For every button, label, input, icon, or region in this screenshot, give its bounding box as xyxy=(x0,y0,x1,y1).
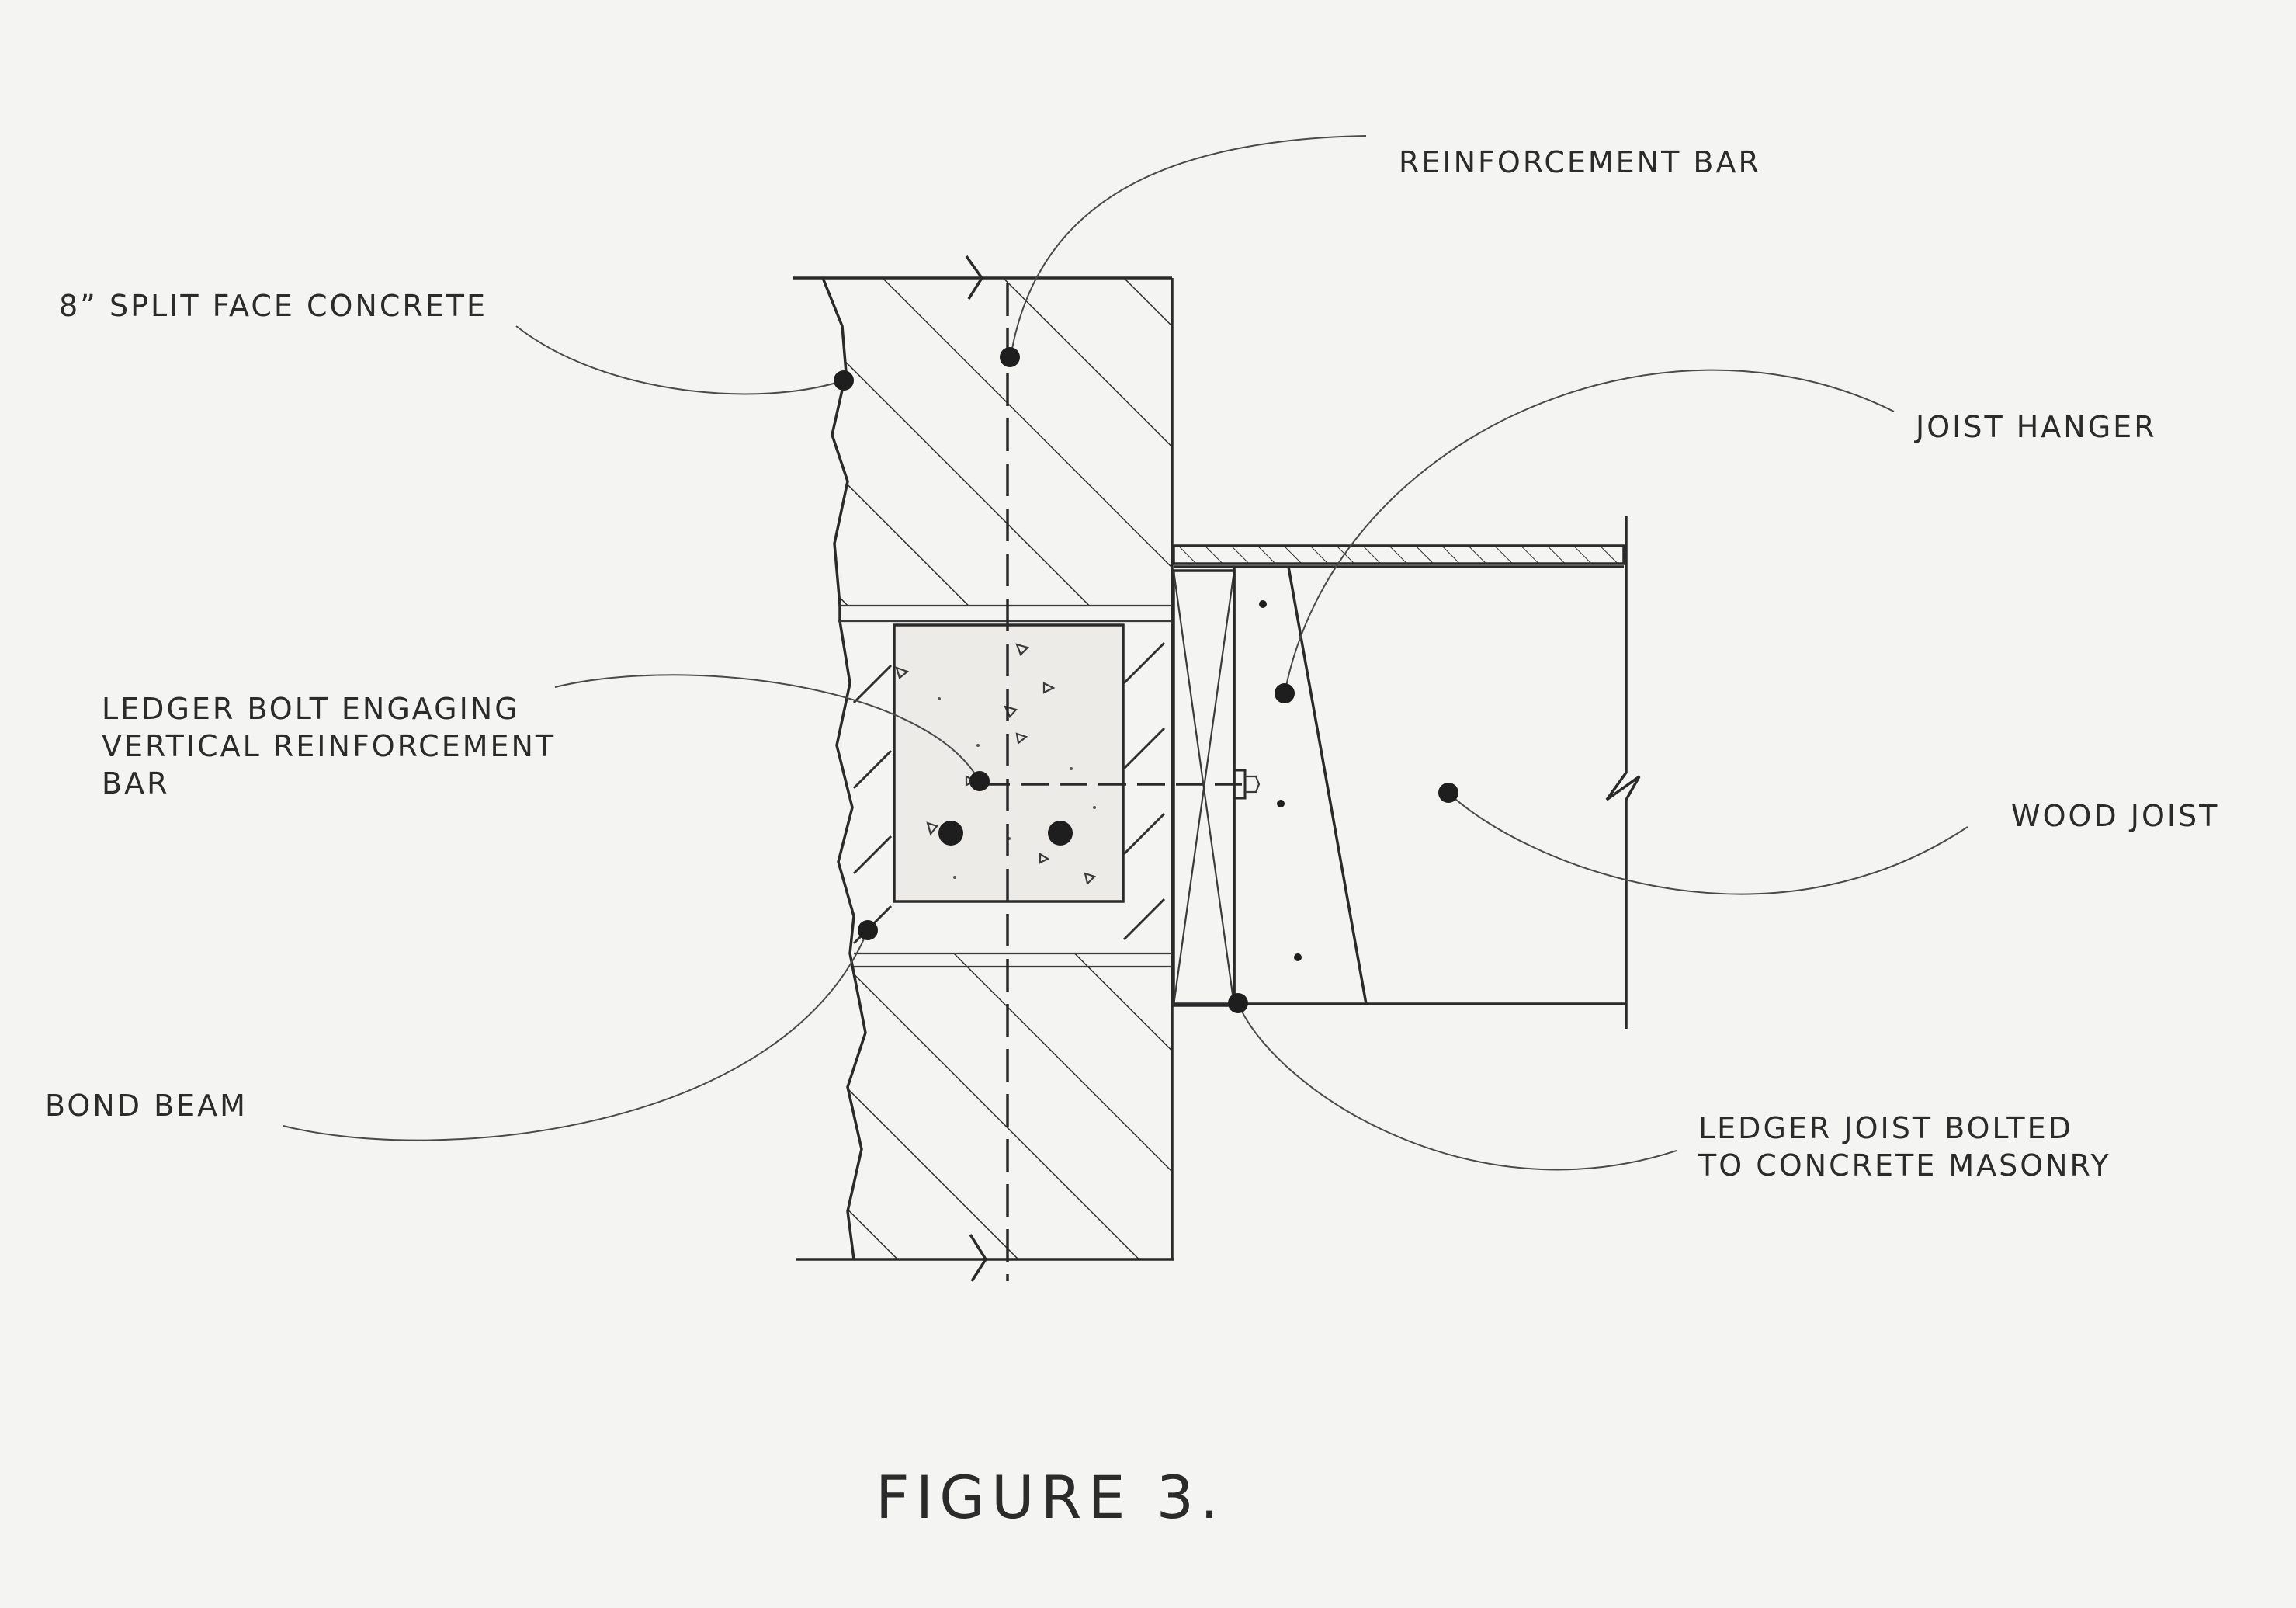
label-ledger-joist-line-2: TO CONCRETE MASONRY xyxy=(1698,1148,2111,1183)
label-joist-hanger: JOIST HANGER xyxy=(1914,410,2157,444)
label-reinforcement-bar: REINFORCEMENT BAR xyxy=(1399,145,1761,179)
label-wood-joist: WOOD JOIST xyxy=(2011,799,2219,833)
label-ledger-bolt-line-3: BAR xyxy=(102,766,169,801)
joist-break-line xyxy=(1605,516,1641,1029)
vertical-reinforcement-bar xyxy=(965,255,1009,1282)
masonry-wall xyxy=(793,276,1174,1261)
figure-caption: FIGURE 3. xyxy=(876,1463,1225,1532)
label-ledger-joist-line-1: LEDGER JOIST BOLTED xyxy=(1698,1111,2073,1145)
horizontal-rebar-right xyxy=(1048,821,1073,846)
label-bond-beam: BOND BEAM xyxy=(45,1089,248,1123)
horizontal-rebar-left xyxy=(938,821,963,846)
label-ledger-bolt-line-1: LEDGER BOLT ENGAGING xyxy=(102,692,520,726)
joist-hanger xyxy=(1172,544,1625,568)
label-split-face-concrete: 8” SPLIT FACE CONCRETE xyxy=(59,289,487,323)
callout-leaders xyxy=(283,135,1968,1171)
ledger-joist xyxy=(1172,569,1236,1007)
split-face-edge xyxy=(821,277,867,1260)
wood-joist xyxy=(1174,516,1641,1029)
label-ledger-bolt-line-2: VERTICAL REINFORCEMENT xyxy=(102,729,556,763)
